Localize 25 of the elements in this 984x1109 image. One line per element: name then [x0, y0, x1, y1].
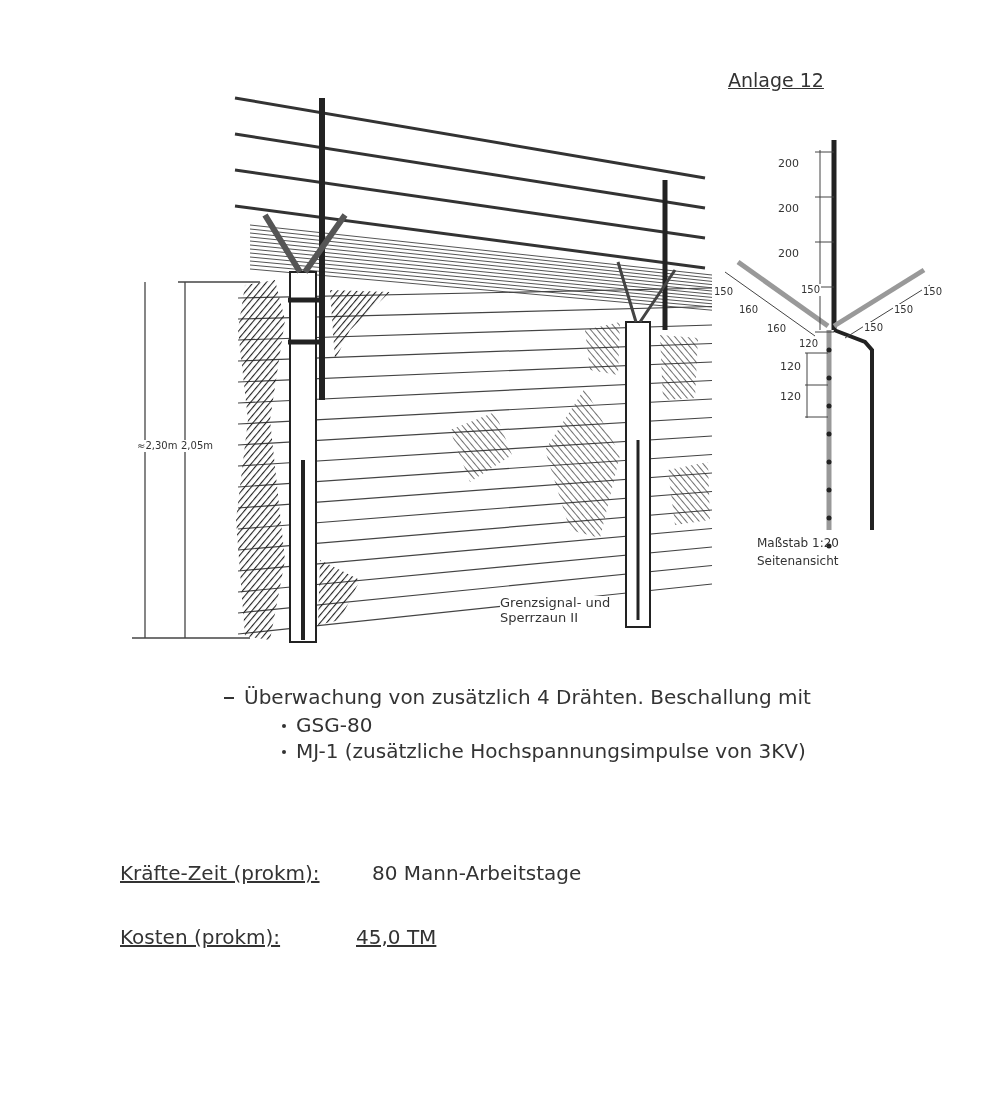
dimension-label: 120 — [780, 361, 801, 374]
sheet-number: Anlage 12 — [728, 70, 824, 92]
dimension-label: 120 — [798, 338, 820, 350]
dimension-label: 120 — [780, 391, 801, 404]
note-text: GSG-80 — [296, 714, 373, 737]
dimension-label: 150 — [863, 322, 885, 334]
dimension-label: 150 — [922, 286, 944, 298]
dimension-label: 200 — [778, 248, 799, 261]
note-text: MJ-1 (zusätzliche Hochspannungsimpulse von 3KV) — [296, 740, 806, 763]
field-label: Kräfte-Zeit (prokm): — [120, 862, 320, 885]
dimension-label: 150 — [713, 286, 735, 298]
dimension-label: 200 — [778, 158, 799, 171]
dimension-label: 150 — [893, 304, 915, 316]
dimension-label: 160 — [766, 323, 788, 335]
dimension-label: 160 — [738, 304, 760, 316]
note-text: Überwachung von zusätzlich 4 Drähten. Beschallung mit — [244, 686, 811, 709]
dimension-label: 2,05m — [180, 440, 214, 452]
field-value: 45,0 TM — [356, 926, 437, 949]
field-label: Kosten (prokm): — [120, 926, 281, 949]
dimension-label: ≈2,30m — [136, 440, 179, 452]
dimension-label: 200 — [778, 203, 799, 216]
scale-note: Maßstab 1:20 — [757, 537, 839, 551]
field-value: 80 Mann-Arbeitstage — [372, 862, 582, 885]
view-note: Seitenansicht — [757, 555, 839, 569]
dimension-label: 150 — [800, 284, 822, 296]
